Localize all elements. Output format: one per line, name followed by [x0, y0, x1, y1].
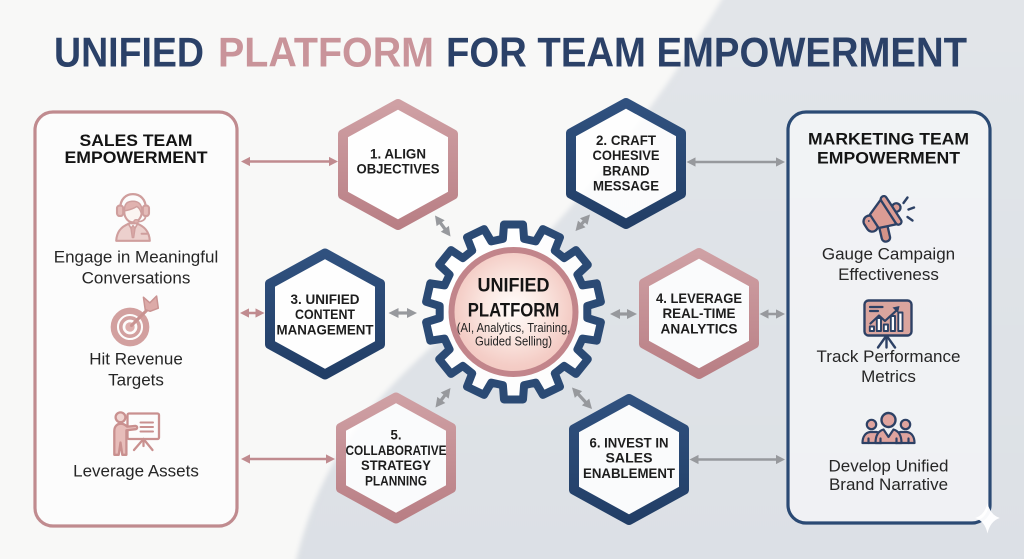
- svg-text:Targets: Targets: [108, 371, 164, 390]
- svg-text:PLATFORM: PLATFORM: [468, 301, 560, 322]
- svg-text:PLANNING: PLANNING: [365, 472, 427, 488]
- svg-text:EMPOWERMENT: EMPOWERMENT: [65, 148, 209, 167]
- svg-text:ENABLEMENT: ENABLEMENT: [583, 465, 675, 481]
- svg-text:MARKETING TEAM: MARKETING TEAM: [808, 130, 969, 149]
- svg-text:EMPOWERMENT: EMPOWERMENT: [817, 149, 961, 168]
- svg-text:Metrics: Metrics: [861, 367, 916, 386]
- svg-text:Engage in Meaningful: Engage in Meaningful: [54, 248, 218, 267]
- svg-text:2. CRAFT: 2. CRAFT: [596, 132, 656, 148]
- svg-text:SALES: SALES: [606, 450, 653, 466]
- svg-text:STRATEGY: STRATEGY: [361, 457, 432, 473]
- svg-text:MANAGEMENT: MANAGEMENT: [277, 321, 374, 337]
- svg-text:REAL-TIME: REAL-TIME: [663, 305, 736, 321]
- svg-text:ANALYTICS: ANALYTICS: [661, 321, 738, 337]
- svg-text:5.: 5.: [391, 427, 402, 443]
- svg-text:Conversations: Conversations: [82, 269, 191, 288]
- svg-text:Track Performance: Track Performance: [817, 347, 961, 366]
- svg-text:Develop Unified: Develop Unified: [828, 457, 948, 476]
- svg-text:Gauge Campaign: Gauge Campaign: [822, 245, 955, 264]
- svg-text:COHESIVE: COHESIVE: [593, 147, 660, 163]
- svg-text:Effectiveness: Effectiveness: [838, 265, 939, 284]
- svg-text:3. UNIFIED: 3. UNIFIED: [291, 291, 360, 307]
- svg-text:4. LEVERAGE: 4. LEVERAGE: [656, 290, 742, 306]
- svg-text:CONTENT: CONTENT: [295, 306, 355, 322]
- svg-text:MESSAGE: MESSAGE: [593, 178, 659, 194]
- svg-text:OBJECTIVES: OBJECTIVES: [357, 161, 440, 177]
- svg-text:COLLABORATIVE: COLLABORATIVE: [346, 442, 447, 458]
- svg-text:Brand Narrative: Brand Narrative: [829, 475, 948, 494]
- svg-text:UNIFIED: UNIFIED: [478, 276, 550, 297]
- svg-text:(AI, Analytics, Training,: (AI, Analytics, Training,: [457, 321, 571, 335]
- svg-text:FOR TEAM EMPOWERMENT: FOR TEAM EMPOWERMENT: [446, 29, 967, 76]
- svg-text:Leverage Assets: Leverage Assets: [73, 462, 199, 481]
- svg-text:BRAND: BRAND: [603, 162, 650, 178]
- svg-text:UNIFIED: UNIFIED: [54, 29, 204, 76]
- svg-text:1. ALIGN: 1. ALIGN: [370, 146, 426, 162]
- svg-text:PLATFORM: PLATFORM: [218, 29, 434, 76]
- svg-text:6. INVEST IN: 6. INVEST IN: [590, 434, 669, 450]
- svg-text:Guided Selling): Guided Selling): [475, 335, 552, 349]
- svg-text:Hit Revenue: Hit Revenue: [89, 350, 183, 369]
- svg-text:SALES TEAM: SALES TEAM: [80, 131, 193, 150]
